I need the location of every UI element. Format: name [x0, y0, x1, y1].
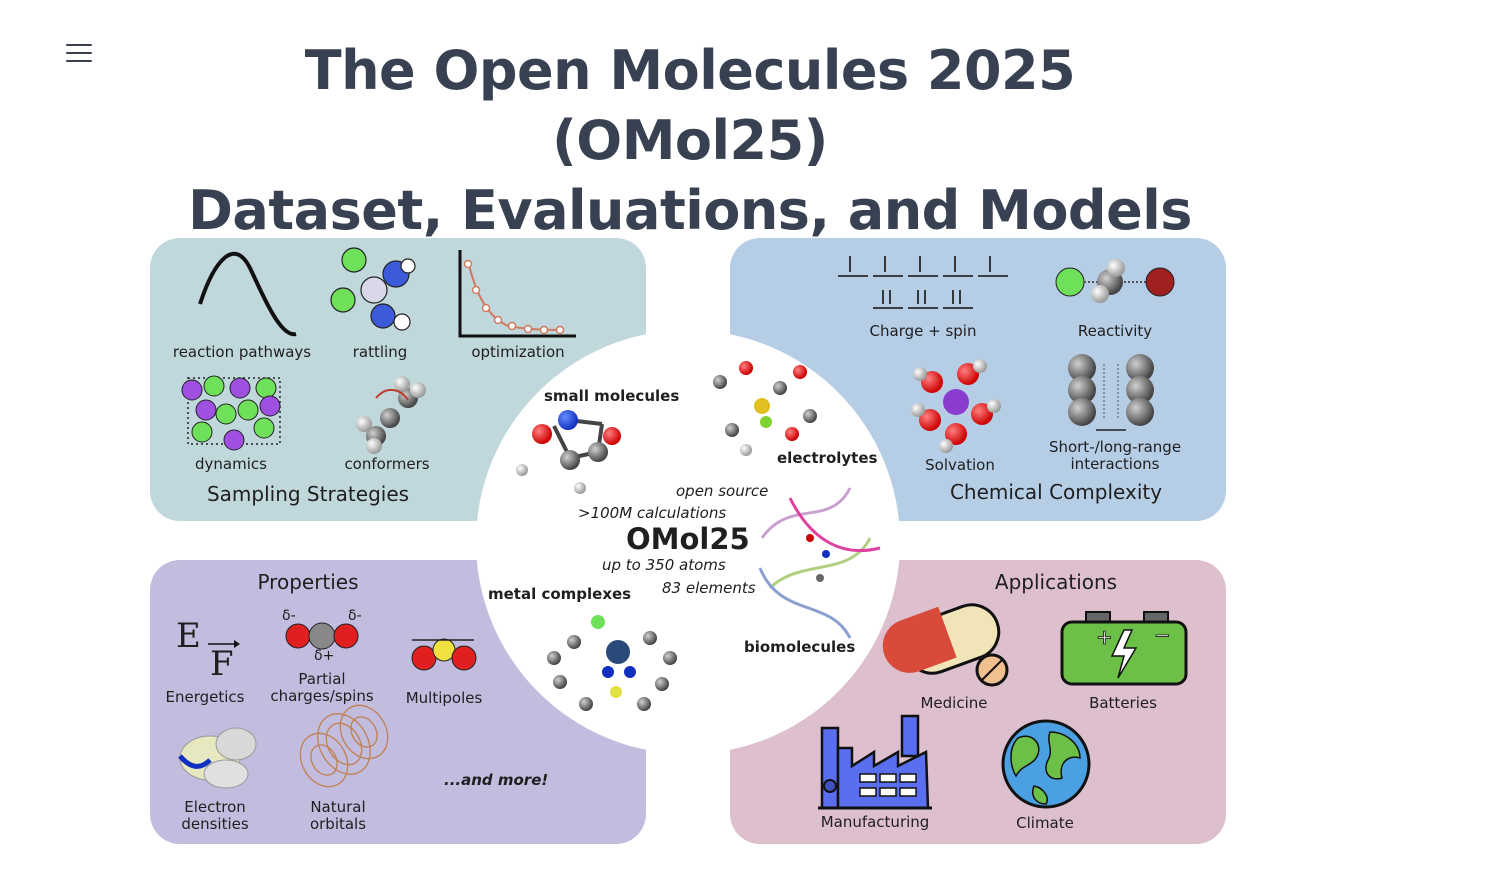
force-symbol: F [210, 644, 234, 684]
biomolecules-label: biomolecules [744, 638, 856, 656]
dynamics-label: dynamics [195, 455, 267, 473]
solvation-label: Solvation [925, 456, 995, 474]
manufacturing-icon [818, 714, 932, 810]
partial-charges-label-line-2: charges/spins [270, 687, 374, 705]
climate-icon [1001, 719, 1091, 809]
atoms-label: up to 350 atoms [602, 556, 726, 574]
page-title: The Open Molecules 2025 (OMol25) Dataset… [160, 36, 1220, 246]
solvation-icon [911, 359, 1001, 453]
conformers-icon [356, 376, 426, 454]
energy-symbol: E [176, 616, 201, 656]
omol25-label: OMol25 [626, 522, 750, 556]
partial-charges-label: Partial charges/spins [270, 671, 373, 705]
dynamics-icon [181, 375, 281, 451]
batteries-label: Batteries [1089, 694, 1157, 712]
electron-densities-label-line-1: Electron [184, 798, 246, 816]
partial-charges-icon [285, 622, 359, 650]
and-more-label: ...and more! [444, 771, 549, 789]
electron-density-icon [178, 727, 257, 789]
rattling-label: rattling [352, 343, 408, 361]
metal-complex-icon [547, 615, 677, 711]
biomolecule-icon [758, 487, 881, 639]
optimization-label: optimization [471, 343, 565, 361]
interactions-label: Short-/long-range interactions [1049, 439, 1181, 473]
applications-title: Applications [994, 570, 1118, 594]
reactivity-icon [1055, 259, 1175, 303]
delta-minus-right: δ- [348, 608, 362, 624]
medicine-icon [882, 603, 1009, 687]
properties-title: Properties [257, 570, 359, 594]
elements-label: 83 elements [662, 579, 756, 597]
sampling-strategies-title: Sampling Strategies [206, 482, 410, 506]
rattling-icon [330, 247, 416, 331]
batteries-icon: + − [1060, 611, 1188, 686]
partial-charges-label-line-1: Partial [298, 670, 346, 688]
calculations-label: >100M calculations [578, 504, 727, 522]
natural-orbitals-label-line-1: Natural [310, 798, 366, 816]
svg-text:−: − [1154, 623, 1171, 647]
title-line-1: The Open Molecules 2025 (OMol25) [304, 39, 1076, 172]
metal-complexes-label: metal complexes [488, 585, 632, 603]
charge-spin-icon [838, 256, 1008, 309]
interactions-label-line-1: Short-/long-range [1048, 438, 1182, 456]
reaction-pathway-icon [198, 251, 297, 337]
title-line-2: Dataset, Evaluations, and Models [188, 179, 1192, 242]
climate-label: Climate [1016, 814, 1074, 832]
medicine-label: Medicine [920, 694, 988, 712]
interactions-label-line-2: interactions [1070, 455, 1160, 473]
svg-text:+: + [1096, 625, 1113, 649]
electron-densities-label-line-2: densities [181, 815, 249, 833]
small-molecule-icon [516, 410, 621, 494]
delta-minus-left: δ- [282, 608, 296, 624]
manufacturing-label: Manufacturing [820, 813, 930, 831]
reactivity-label: Reactivity [1077, 322, 1153, 340]
optimization-icon [458, 250, 576, 338]
delta-plus: δ+ [314, 648, 335, 664]
reaction-pathways-label: reaction pathways [172, 343, 312, 361]
figure-graphics: + − [150, 238, 1226, 844]
interactions-icon [1068, 354, 1154, 431]
charge-spin-label: Charge + spin [869, 322, 977, 340]
omol25-overview-figure: + − reaction pathways rattling optimiza [150, 238, 1226, 844]
electrolytes-label: electrolytes [777, 449, 878, 467]
natural-orbitals-label: Natural orbitals [310, 799, 366, 833]
small-molecules-label: small molecules [544, 387, 680, 405]
multipoles-label: Multipoles [405, 689, 483, 707]
natural-orbitals-icon [299, 704, 389, 788]
multipoles-icon [411, 638, 477, 671]
open-source-label: open source [676, 482, 769, 500]
electrolytes-icon [713, 361, 817, 456]
natural-orbitals-label-line-2: orbitals [309, 815, 367, 833]
conformers-label: conformers [344, 455, 430, 473]
electron-densities-label: Electron densities [181, 799, 248, 833]
energetics-label: Energetics [165, 688, 245, 706]
chemical-complexity-title: Chemical Complexity [949, 480, 1163, 504]
hamburger-menu-icon[interactable] [66, 44, 92, 66]
